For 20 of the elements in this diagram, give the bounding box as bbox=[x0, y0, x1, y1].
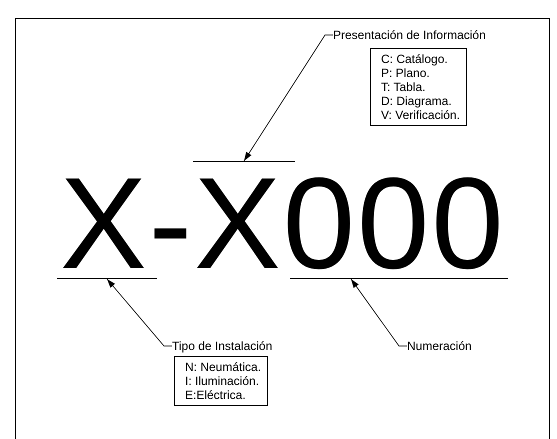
underline bbox=[193, 161, 295, 162]
code-entry: T: Tabla. bbox=[381, 80, 426, 94]
underline bbox=[290, 278, 508, 279]
code-format-text: X-X000 bbox=[60, 158, 506, 288]
code-list-box bbox=[370, 48, 467, 126]
code-entry: V: Verificación. bbox=[381, 108, 460, 122]
code-list-box bbox=[174, 356, 268, 406]
code-entry: D: Diagrama. bbox=[381, 94, 453, 108]
leader-arrow bbox=[350, 278, 408, 346]
code-entry: C: Catálogo. bbox=[381, 52, 449, 66]
code-entry: E:Eléctrica. bbox=[185, 388, 247, 402]
code-entry: N: Neumática. bbox=[185, 360, 262, 374]
callout-label: Numeración bbox=[407, 339, 472, 353]
callout-label: Tipo de Instalación bbox=[172, 339, 272, 353]
underline bbox=[57, 278, 157, 279]
code-entry: I: Iluminación. bbox=[185, 374, 260, 388]
callout-label: Presentación de Información bbox=[333, 28, 486, 42]
code-entry: P: Plano. bbox=[381, 66, 431, 80]
leader-arrow bbox=[106, 278, 172, 346]
leader-arrow bbox=[244, 34, 334, 162]
